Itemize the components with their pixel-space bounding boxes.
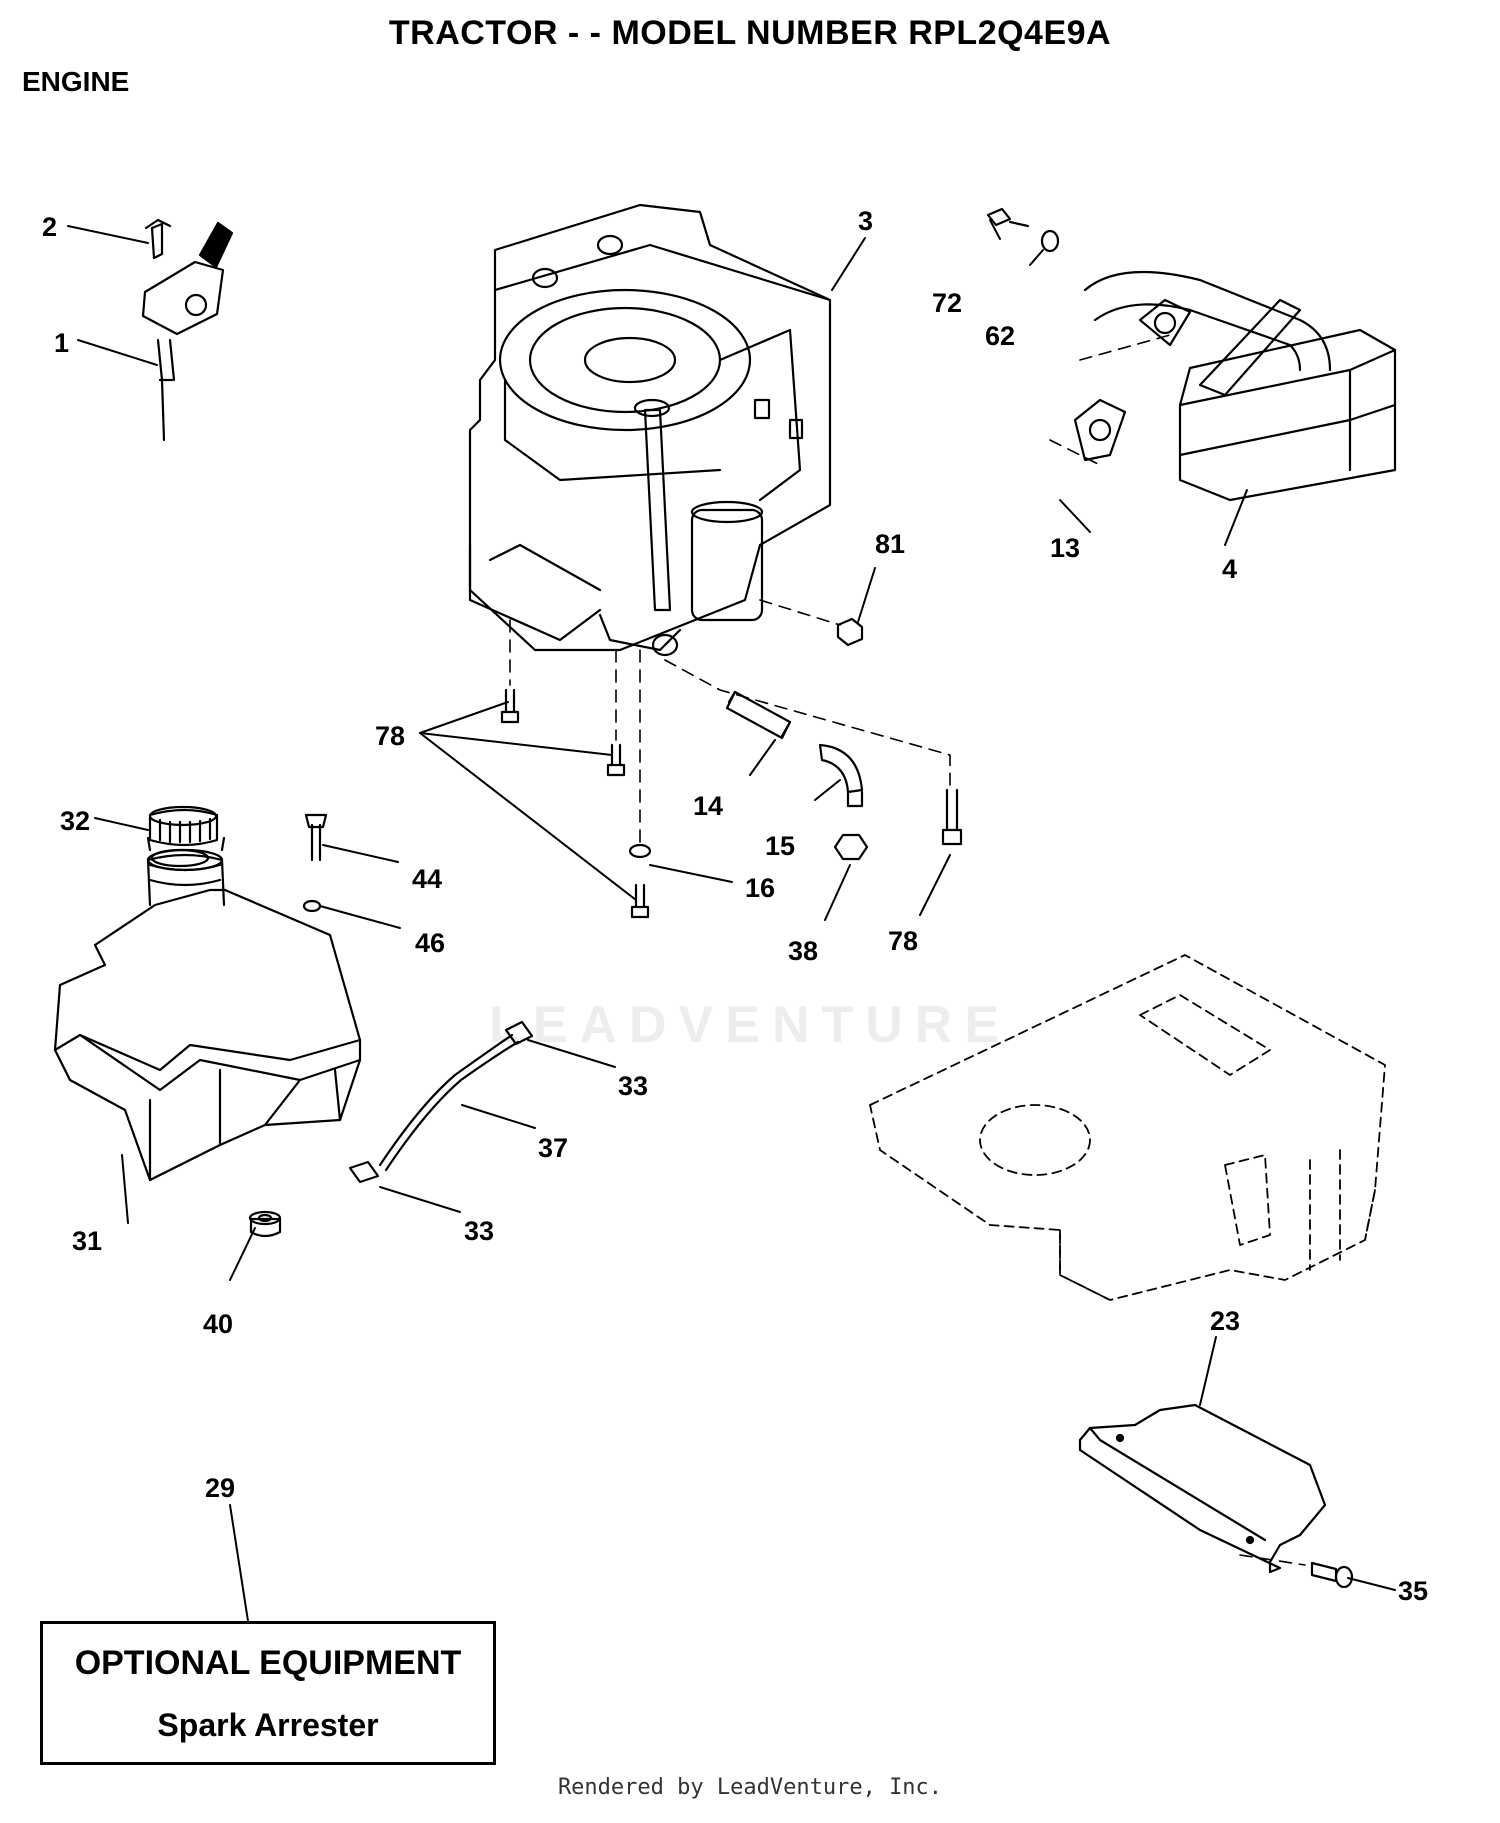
optional-equipment-title: OPTIONAL EQUIPMENT <box>74 1644 462 1682</box>
callout-4: 4 <box>1222 554 1237 584</box>
callout-62: 62 <box>985 321 1015 351</box>
fuel-line-part <box>348 1020 534 1184</box>
callout-14: 14 <box>693 791 723 821</box>
callout-labels: 2 1 3 72 62 13 4 81 78 14 15 16 38 78 32… <box>42 206 1428 1606</box>
muffler-part <box>986 207 1397 502</box>
callout-81: 81 <box>875 529 905 559</box>
callout-44: 44 <box>412 864 442 894</box>
callout-46: 46 <box>415 928 445 958</box>
callout-13: 13 <box>1050 533 1080 563</box>
callout-78-left: 78 <box>375 721 405 751</box>
callout-33-lower: 33 <box>464 1216 494 1246</box>
callout-23: 23 <box>1210 1306 1240 1336</box>
optional-equipment-box: OPTIONAL EQUIPMENT Spark Arrester <box>40 1621 496 1765</box>
callout-72: 72 <box>932 288 962 318</box>
callout-78-right: 78 <box>888 926 918 956</box>
hardware-parts <box>302 334 1354 1589</box>
callout-16: 16 <box>745 873 775 903</box>
callout-32: 32 <box>60 806 90 836</box>
frame-part <box>869 954 1386 1301</box>
callout-1: 1 <box>54 328 69 358</box>
page-title: TRACTOR - - MODEL NUMBER RPL2Q4E9A <box>388 14 1112 52</box>
callout-37: 37 <box>538 1133 568 1163</box>
watermark: LEADVENTURE <box>488 996 1012 1054</box>
optional-equipment-item: Spark Arrester <box>157 1707 379 1743</box>
callout-29: 29 <box>205 1473 235 1503</box>
throttle-control-part <box>141 218 234 442</box>
leader-lines <box>67 219 1396 1622</box>
callout-3: 3 <box>858 206 873 236</box>
callout-40: 40 <box>203 1309 233 1339</box>
callout-2: 2 <box>42 212 57 242</box>
callout-38: 38 <box>788 936 818 966</box>
fuel-tank-part <box>53 805 362 1238</box>
section-heading: ENGINE <box>22 66 130 97</box>
callout-31: 31 <box>72 1226 102 1256</box>
footer-credit: Rendered by LeadVenture, Inc. <box>557 1775 943 1800</box>
callout-35: 35 <box>1398 1576 1428 1606</box>
callout-15: 15 <box>765 831 795 861</box>
engine-part <box>468 203 832 657</box>
callout-33-upper: 33 <box>618 1071 648 1101</box>
shield-plate-part <box>1078 1403 1327 1574</box>
